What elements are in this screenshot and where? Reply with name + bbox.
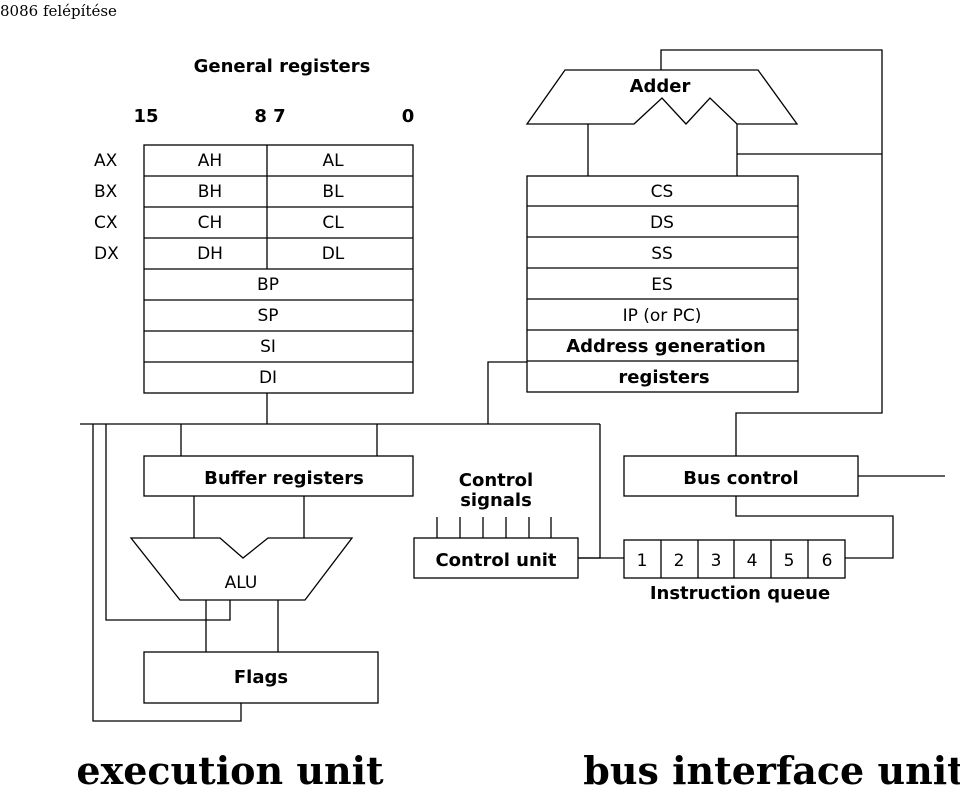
register-dx-name: DX: [94, 244, 119, 264]
register-di: DI: [259, 368, 277, 388]
page-title: 8086 felépítése: [0, 2, 117, 20]
adder-shape: [525, 69, 799, 125]
register-cx-name: CX: [94, 213, 118, 233]
register-es: ES: [651, 275, 673, 295]
control-unit-label: Control unit: [435, 550, 556, 571]
queue-cell-3: 3: [711, 551, 722, 571]
register-dl: DL: [322, 244, 345, 264]
flags-label: Flags: [234, 667, 288, 688]
bus-interface-unit-label: bus interface unit: [583, 748, 960, 787]
control-signal-lines: [436, 517, 552, 538]
control-signals-line2: signals: [460, 490, 532, 511]
general-registers-block: [143, 144, 414, 394]
register-dh: DH: [197, 244, 223, 264]
instruction-queue-block: [623, 539, 846, 579]
register-ip: IP (or PC): [623, 306, 702, 326]
register-bx-name: BX: [94, 182, 118, 202]
alu-shape: [129, 537, 354, 601]
bit-label-15: 15: [133, 106, 158, 127]
register-bp: BP: [257, 275, 279, 295]
bit-label-8-7: 8 7: [254, 106, 285, 127]
segment-registers-block: [526, 175, 799, 393]
register-sp: SP: [257, 306, 278, 326]
register-ax-name: AX: [94, 151, 118, 171]
register-ds: DS: [650, 213, 674, 233]
queue-cell-1: 1: [637, 551, 648, 571]
register-si: SI: [260, 337, 276, 357]
address-generation-registers-label: registers: [618, 367, 709, 388]
register-ah: AH: [198, 151, 222, 171]
bit-label-0: 0: [402, 106, 415, 127]
flags-box: [143, 651, 379, 704]
register-al: AL: [322, 151, 344, 171]
queue-cell-6: 6: [822, 551, 833, 571]
register-ch: CH: [198, 213, 223, 233]
execution-unit-label: execution unit: [76, 748, 384, 787]
register-bl: BL: [322, 182, 344, 202]
control-unit-box: [413, 537, 579, 579]
adder-label: Adder: [630, 76, 691, 97]
register-ss: SS: [651, 244, 673, 264]
queue-cell-4: 4: [747, 551, 758, 571]
queue-cell-5: 5: [784, 551, 795, 571]
bus-control-label: Bus control: [683, 468, 798, 489]
address-generation-label: Address generation: [566, 336, 766, 357]
buffer-registers-box: [143, 455, 414, 497]
general-registers-heading: General registers: [194, 56, 371, 77]
alu-label: ALU: [225, 573, 258, 593]
buffer-registers-label: Buffer registers: [204, 468, 364, 489]
register-cl: CL: [322, 213, 344, 233]
queue-cell-2: 2: [674, 551, 685, 571]
instruction-queue-label: Instruction queue: [650, 583, 830, 604]
control-signals-line1: Control: [459, 470, 533, 491]
register-cs: CS: [651, 182, 674, 202]
register-bh: BH: [198, 182, 222, 202]
connection-wires: [80, 49, 945, 722]
